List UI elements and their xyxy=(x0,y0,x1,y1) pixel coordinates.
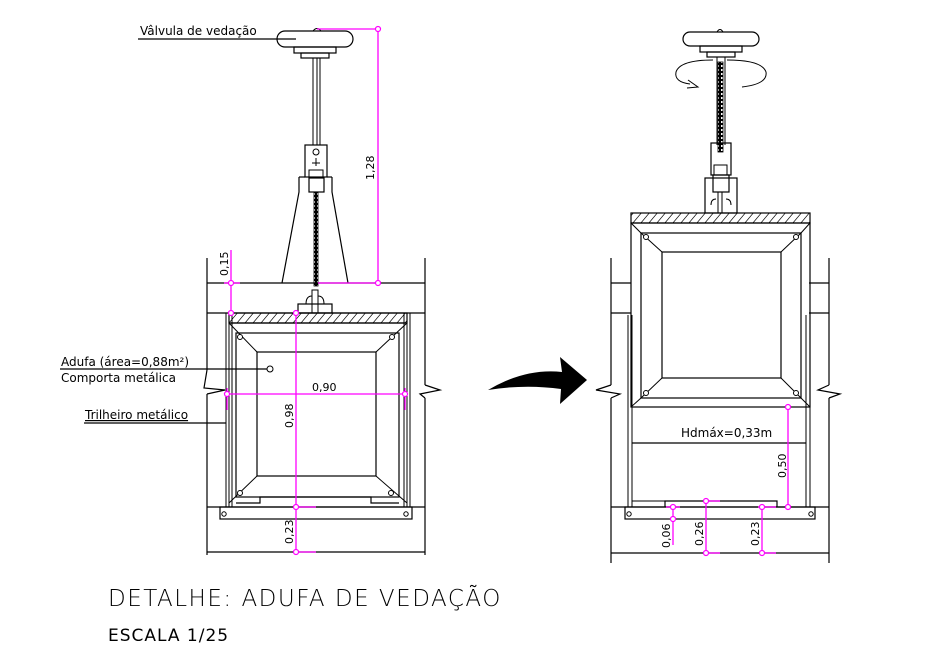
max-head-label: Hdmáx=0,33m xyxy=(681,426,772,440)
sill-right xyxy=(624,500,816,520)
left-view-closed-gate: Vâlvula de vedação Adufa (área=0,88m²) C… xyxy=(60,24,443,556)
dim-gate-height: 0,98 xyxy=(283,404,296,429)
dim-sill-offset: 0,06 xyxy=(660,524,673,549)
gate-lift-nut-left xyxy=(297,289,333,314)
valve-label: Vâlvula de vedação xyxy=(140,24,257,38)
drawing-title: DETALHE: ADUFA DE VEDAÇÃO xyxy=(108,585,502,612)
handwheel-valve-right xyxy=(682,29,760,153)
rail-label: Trilheiro metálico xyxy=(84,408,188,422)
dim-stem-height: 1,28 xyxy=(364,156,377,181)
right-view-open-gate: Hdmáx=0,33m 0,50 0,06 0,26 0,23 xyxy=(595,29,843,563)
title-block: DETALHE: ADUFA DE VEDAÇÃO ESCALA 1/25 xyxy=(108,585,502,646)
dim-bottom-offset-right: 0,23 xyxy=(749,522,762,547)
valve-stand-left xyxy=(281,144,349,287)
gate-frame-left xyxy=(219,312,413,520)
channel-walls-right xyxy=(595,258,843,563)
dim-opening-height: 0,50 xyxy=(776,454,789,479)
dimensions-right: 0,50 0,06 0,26 0,23 xyxy=(660,403,792,557)
rail-left xyxy=(225,313,411,507)
handwheel-valve-left xyxy=(276,28,354,145)
annotations-left: Vâlvula de vedação Adufa (área=0,88m²) C… xyxy=(60,24,296,424)
rotation-arrow-icon xyxy=(675,59,767,89)
dimensions-left: 1,28 0,15 0,90 0,98 0,23 xyxy=(218,25,409,556)
valve-stand-right xyxy=(704,142,738,214)
dim-top-offset: 0,15 xyxy=(218,252,231,277)
dim-gate-width: 0,90 xyxy=(312,381,337,394)
dim-bottom-offset-left: 0,23 xyxy=(283,520,296,545)
gate-area-label: Adufa (área=0,88m²) xyxy=(61,355,189,369)
curved-arrow-right-icon xyxy=(488,357,587,404)
dim-sill-depth: 0,26 xyxy=(693,522,706,547)
gate-frame-right xyxy=(630,212,811,408)
gate-type-label: Comporta metálica xyxy=(61,371,176,385)
drawing-scale: ESCALA 1/25 xyxy=(108,626,229,646)
